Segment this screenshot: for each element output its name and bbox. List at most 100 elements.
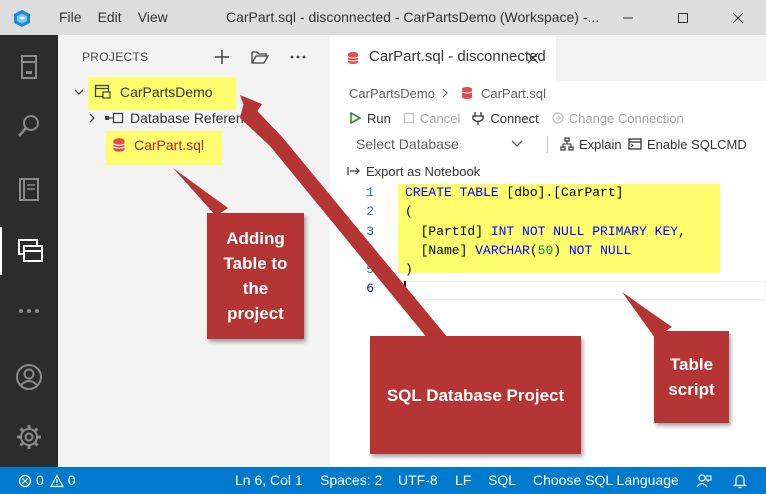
tab-label: CarPart.sql - disconnected: [369, 48, 546, 65]
bell-icon: [733, 474, 747, 488]
title-bar: File Edit View CarPart.sql - disconnecte…: [0, 0, 766, 35]
projects-view-button[interactable]: [0, 227, 58, 275]
gear-icon: [17, 425, 41, 449]
explain-button[interactable]: Explain: [560, 133, 622, 155]
account-icon: [16, 364, 42, 390]
code-text: ): [405, 262, 413, 277]
breadcrumb: CarPartsDemo CarPart.sql: [349, 84, 546, 102]
feedback-button[interactable]: [696, 467, 712, 494]
minimize-button[interactable]: [605, 0, 651, 35]
manage-button[interactable]: [0, 413, 58, 461]
menu-view[interactable]: View: [137, 9, 168, 25]
export-as-notebook-button[interactable]: Export as Notebook: [347, 162, 480, 180]
code-identifier: [dbo].[CarPart]: [498, 185, 624, 200]
line-number: 2: [366, 204, 374, 219]
ellipsis-icon: [290, 55, 306, 59]
callout-line: script: [668, 380, 715, 399]
project-icon: [94, 84, 111, 99]
breadcrumb-project[interactable]: CarPartsDemo: [349, 85, 435, 101]
change-connection-button[interactable]: Change Connection: [551, 111, 684, 126]
code-line-4: 4 [Name] VARCHAR(50) NOT NULL: [0, 241, 766, 261]
tree-item-database-references[interactable]: Database Referen: [86, 106, 244, 130]
code-keyword: INT NOT NULL PRIMARY KEY: [490, 224, 679, 239]
select-database-dropdown[interactable]: Select Database: [345, 133, 530, 155]
code-text: CREATE TABLE [dbo].[CarPart]: [405, 183, 623, 203]
code-number: 50: [537, 243, 554, 258]
azure-data-studio-logo-icon: [11, 8, 31, 28]
code-identifier: [Name]: [405, 243, 476, 258]
code-punctuation: (: [529, 243, 538, 258]
close-icon: [732, 12, 744, 23]
search-view-button[interactable]: [0, 102, 58, 150]
menu-bar: File Edit View: [51, 0, 176, 35]
plug-icon: [472, 112, 484, 125]
tab-carpart-sql[interactable]: CarPart.sql - disconnected: [330, 35, 556, 81]
callout-line: the: [242, 279, 269, 298]
tree-item-carpart-sql[interactable]: CarPart.sql: [112, 133, 204, 157]
notebook-icon: [19, 178, 39, 201]
feedback-icon: [696, 473, 712, 487]
end-of-line[interactable]: LF: [455, 472, 472, 488]
chevron-right-icon: [89, 113, 95, 123]
project-name: CarPartsDemo: [120, 84, 213, 100]
code-keyword: NOT NULL: [568, 243, 632, 258]
problems-indicator[interactable]: 0 0: [18, 467, 76, 494]
enable-sqlcmd-label: Enable SQLCMD: [647, 136, 747, 152]
sidebar-title: PROJECTS: [82, 50, 149, 64]
file-name: CarPart.sql: [134, 137, 205, 153]
notifications-button[interactable]: [733, 467, 747, 494]
indentation[interactable]: Spaces: 2: [320, 472, 383, 488]
connect-button[interactable]: Connect: [472, 111, 539, 126]
callout-adding-table: Adding Table to the project: [207, 213, 304, 339]
code-keyword: VARCHAR: [475, 243, 530, 258]
sql-file-icon: [347, 52, 359, 64]
callout-line: Table: [669, 355, 714, 374]
open-project-button[interactable]: [248, 45, 272, 69]
code-text: [Name] VARCHAR(50) NOT NULL: [405, 241, 632, 261]
run-button[interactable]: Run: [349, 111, 391, 126]
select-database-label: Select Database: [356, 136, 459, 152]
cursor-position[interactable]: Ln 6, Col 1: [235, 472, 303, 488]
maximize-icon: [678, 12, 688, 23]
close-icon[interactable]: [527, 52, 539, 64]
explain-label: Explain: [579, 136, 622, 152]
account-button[interactable]: [0, 353, 58, 401]
tree-item-project[interactable]: CarPartsDemo: [72, 80, 213, 104]
export-arrow-icon: [347, 167, 360, 175]
code-line-1: 1 CREATE TABLE [dbo].[CarPart]: [0, 183, 766, 203]
enable-sqlcmd-button[interactable]: Enable SQLCMD: [628, 133, 747, 155]
menu-file[interactable]: File: [59, 9, 82, 25]
language-mode[interactable]: SQL: [488, 472, 517, 488]
folder-open-icon: [251, 51, 269, 64]
maximize-button[interactable]: [660, 0, 706, 35]
search-icon: [18, 115, 39, 137]
code-text: (: [405, 204, 413, 219]
ellipsis-icon: [19, 309, 39, 313]
code-line-5: 5 ): [0, 260, 766, 280]
cancel-button[interactable]: Cancel: [403, 111, 460, 126]
new-project-button[interactable]: [210, 45, 234, 69]
menu-edit[interactable]: Edit: [97, 9, 122, 25]
play-icon: [350, 112, 361, 124]
sql-file-icon: [461, 87, 473, 99]
code-punctuation: ): [553, 243, 569, 258]
server-icon: [21, 55, 37, 79]
window-title: CarPart.sql - disconnected - CarPartsDem…: [226, 9, 600, 25]
close-window-button[interactable]: [715, 0, 761, 35]
projects-icon: [18, 239, 43, 262]
query-toolbar: Run Cancel Connect Change Connection: [349, 107, 696, 129]
file-highlight: [106, 131, 222, 165]
line-number: 4: [366, 243, 374, 258]
callout-text: SQL Database Project: [386, 385, 565, 405]
sidebar-more-button[interactable]: [286, 45, 310, 69]
code-punctuation: ,: [678, 224, 686, 239]
encoding[interactable]: UTF-8: [398, 472, 438, 488]
more-views-button[interactable]: [0, 287, 58, 335]
choose-sql-language[interactable]: Choose SQL Language: [533, 472, 679, 488]
plus-icon: [215, 50, 229, 64]
explain-plan-icon: [560, 137, 574, 151]
toolbar-divider: [547, 136, 548, 153]
breadcrumb-file[interactable]: CarPart.sql: [480, 85, 546, 101]
notebooks-view-button[interactable]: [0, 165, 58, 213]
connections-view-button[interactable]: [0, 43, 58, 91]
